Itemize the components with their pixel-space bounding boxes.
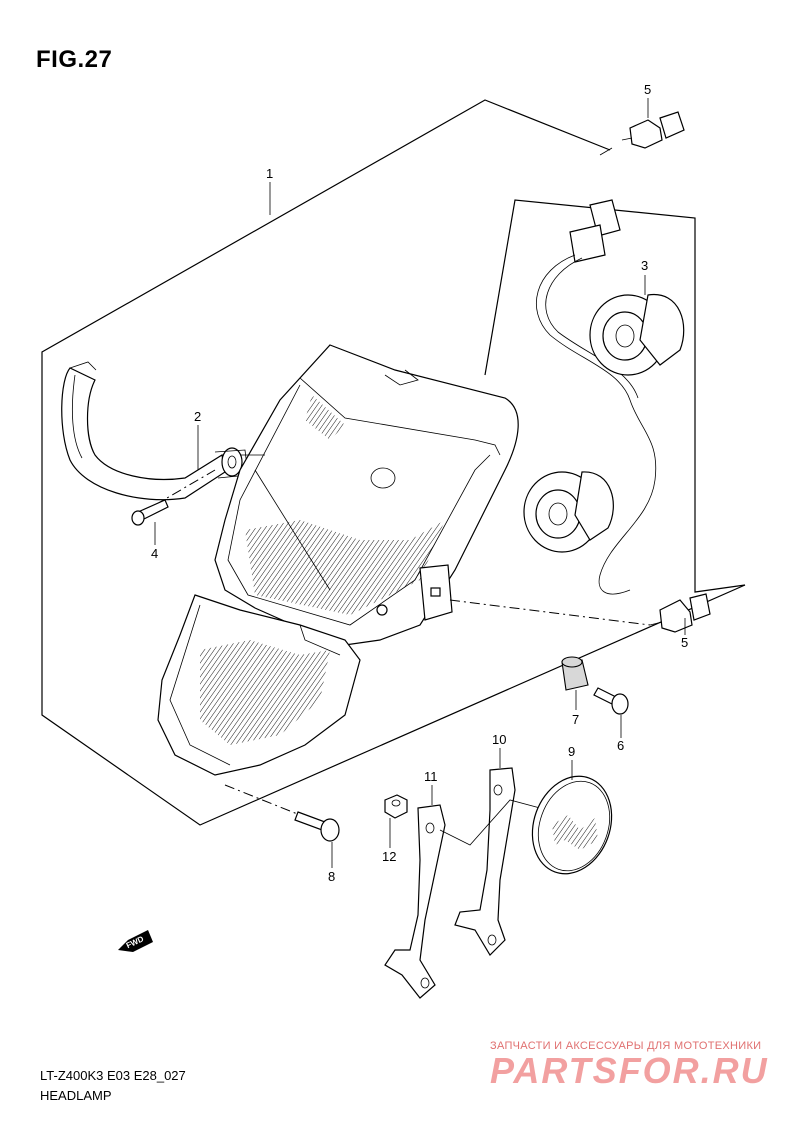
bolt-6-drawing bbox=[593, 687, 629, 715]
callout-labels: 1 2 3 4 5 5 6 7 8 9 10 11 12 bbox=[151, 82, 688, 884]
nut-drawing bbox=[384, 794, 408, 819]
callout-5-bottom: 5 bbox=[681, 635, 688, 650]
assembly-outline bbox=[41, 99, 746, 826]
callout-9: 9 bbox=[568, 744, 575, 759]
bulb-top-drawing bbox=[621, 111, 685, 149]
headlamp-housing-drawing bbox=[157, 344, 519, 776]
reflector-drawing bbox=[531, 775, 613, 875]
callout-7: 7 bbox=[572, 712, 579, 727]
callout-6: 6 bbox=[617, 738, 624, 753]
callout-8: 8 bbox=[328, 869, 335, 884]
callout-5-top: 5 bbox=[644, 82, 651, 97]
model-code: LT-Z400K3 E03 E28_027 bbox=[40, 1068, 186, 1083]
fwd-direction-badge: FWD bbox=[118, 930, 153, 952]
callout-3: 3 bbox=[641, 258, 648, 273]
callout-4: 4 bbox=[151, 546, 158, 561]
watermark-brand: PARTSFOR.RU bbox=[490, 1050, 769, 1091]
bulb-socket-harness-drawing bbox=[523, 199, 685, 595]
bracket-11-drawing bbox=[384, 804, 446, 999]
callout-10: 10 bbox=[492, 732, 506, 747]
screw-drawing bbox=[131, 469, 216, 526]
mounting-bracket-drawing bbox=[61, 361, 249, 501]
bolt-8-drawing bbox=[224, 784, 340, 842]
bulb-bottom-drawing bbox=[449, 593, 711, 633]
callout-1: 1 bbox=[266, 166, 273, 181]
watermark-subtitle: ЗАПЧАСТИ И АКСЕССУАРЫ ДЛЯ МОТОТЕХНИКИ bbox=[490, 1040, 762, 1052]
callout-12: 12 bbox=[382, 849, 396, 864]
leader-lines bbox=[154, 98, 686, 868]
figure-title: FIG.27 bbox=[36, 46, 113, 73]
rubber-cushion-drawing bbox=[561, 656, 589, 691]
figure-name: HEADLAMP bbox=[40, 1088, 112, 1103]
callout-2: 2 bbox=[194, 409, 201, 424]
callout-11: 11 bbox=[424, 769, 438, 784]
bracket-10-drawing bbox=[439, 767, 541, 956]
